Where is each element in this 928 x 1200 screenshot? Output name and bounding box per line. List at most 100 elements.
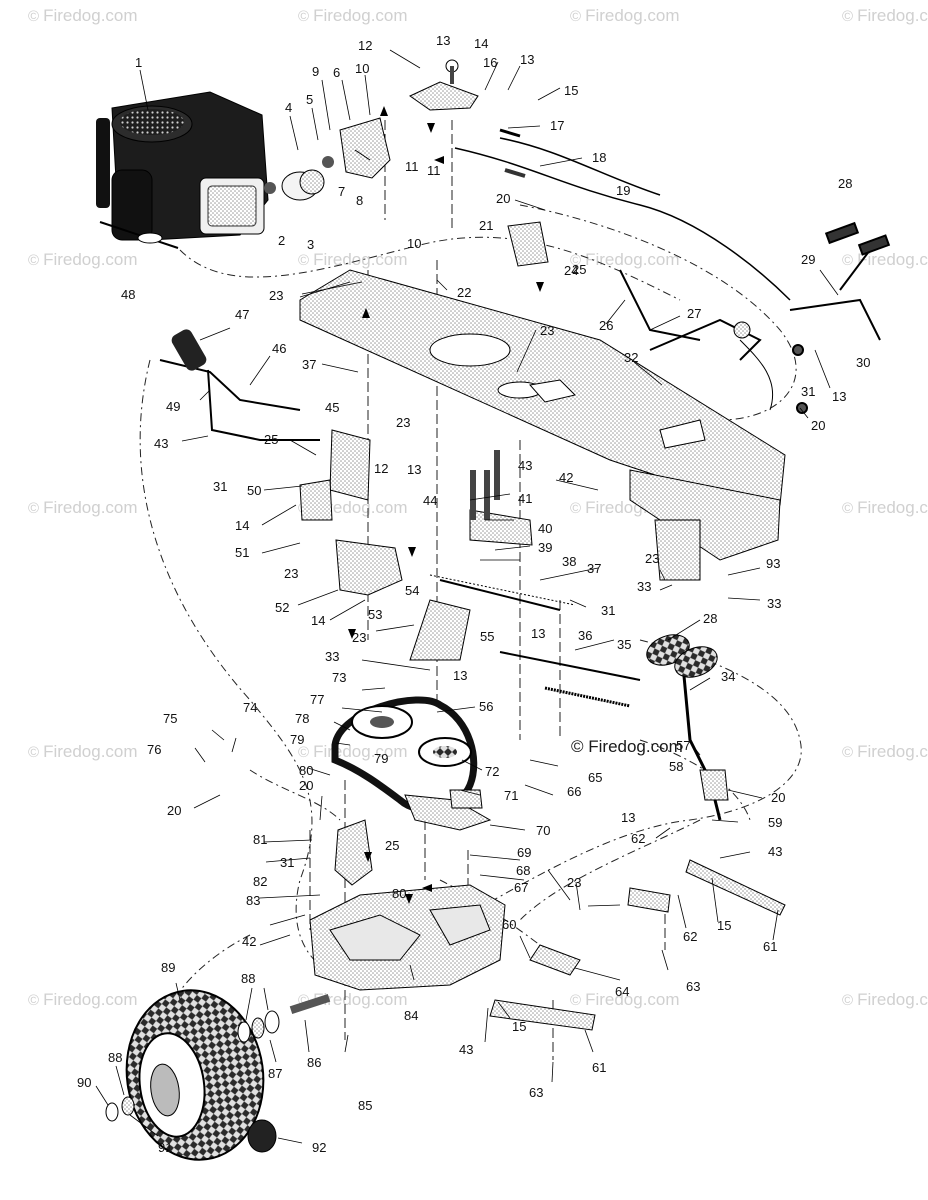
callout-number: 11 [405, 159, 419, 174]
callout-number: 13 [453, 668, 467, 683]
callout-number: 49 [166, 399, 180, 414]
callout-number: 43 [518, 458, 532, 473]
watermark: ©Firedog.com [842, 742, 928, 761]
callout-number: 26 [599, 318, 613, 333]
callout-number: 1 [135, 55, 142, 70]
callout-number: 56 [479, 699, 493, 714]
callout-number: 14 [235, 518, 249, 533]
callout-number: 20 [771, 790, 785, 805]
callout-number: 75 [163, 711, 177, 726]
callout-number: 30 [856, 355, 870, 370]
callout-number: 36 [578, 628, 592, 643]
callout-number: 21 [479, 218, 493, 233]
callout-number: 70 [536, 823, 550, 838]
callout-number: 77 [310, 692, 324, 707]
muffler [264, 156, 334, 201]
callout-number: 23 [269, 288, 283, 303]
callout-number: 29 [801, 252, 815, 267]
callout-number: 64 [615, 984, 629, 999]
callout-number: 22 [457, 285, 471, 300]
callout-number: 34 [721, 669, 735, 684]
callout-number: 42 [559, 470, 573, 485]
callout-number: 80 [299, 763, 313, 778]
callout-number: 12 [374, 461, 388, 476]
callout-number: 63 [686, 979, 700, 994]
callout-number: 68 [516, 863, 530, 878]
watermark: ©Firedog.com [298, 6, 408, 25]
callout-number: 23 [645, 551, 659, 566]
callout-number: 76 [147, 742, 161, 757]
callout-number: 28 [703, 611, 717, 626]
control-cable [454, 128, 791, 301]
callout-number: 91 [158, 1140, 172, 1155]
main-frame [299, 269, 786, 581]
callout-number: 20 [496, 191, 510, 206]
callout-number: 12 [358, 38, 372, 53]
callout-number: 42 [242, 934, 256, 949]
callout-number: 5 [306, 92, 313, 107]
callout-number: 3 [307, 237, 314, 252]
callout-number: 45 [325, 400, 339, 415]
shift-linkage [489, 859, 786, 1031]
callout-number: 13 [531, 626, 545, 641]
callout-number: 33 [325, 649, 339, 664]
callout-number: 46 [272, 341, 286, 356]
pedal [646, 634, 729, 821]
callout-number: 51 [235, 545, 249, 560]
callout-number: 43 [459, 1042, 473, 1057]
callout-number: 43 [768, 844, 782, 859]
callout-number: 61 [763, 939, 777, 954]
transaxle [289, 884, 506, 1014]
callout-number: 24 [564, 263, 578, 278]
callout-number: 7 [338, 184, 345, 199]
callout-number: 63 [529, 1085, 543, 1100]
callout-number: 72 [485, 764, 499, 779]
watermark: ©Firedog.com [28, 250, 138, 269]
callout-number: 32 [624, 350, 638, 365]
callout-number: 15 [564, 83, 578, 98]
callout-number: 80 [392, 886, 406, 901]
callout-number: 16 [483, 55, 497, 70]
throttle-bracket [409, 59, 479, 111]
callout-number: 18 [592, 150, 606, 165]
callout-number: 6 [333, 65, 340, 80]
callout-number: 81 [253, 832, 267, 847]
callout-number: 84 [404, 1008, 418, 1023]
callout-number: 43 [154, 436, 168, 451]
watermark: ©Firedog.com [28, 6, 138, 25]
left-bracket [159, 329, 371, 521]
callout-number: 14 [474, 36, 488, 51]
watermark: ©Firedog.com [842, 6, 928, 25]
callout-number: 41 [518, 491, 532, 506]
callout-number: 14 [311, 613, 325, 628]
watermark: ©Firedog.com [298, 990, 408, 1009]
callout-number: 31 [801, 384, 815, 399]
callout-number: 13 [436, 33, 450, 48]
callout-number: 47 [235, 307, 249, 322]
callout-number: 9 [312, 64, 319, 79]
callout-number: 79 [374, 751, 388, 766]
callout-number: 8 [356, 193, 363, 208]
callout-number: 40 [538, 521, 552, 536]
callout-number: 33 [637, 579, 651, 594]
watermark: ©Firedog.com [298, 250, 408, 269]
callout-number: 23 [396, 415, 410, 430]
callout-number: 37 [302, 357, 316, 372]
watermark: ©Firedog.com [28, 498, 138, 517]
callout-number: 50 [247, 483, 261, 498]
callout-number: 23 [284, 566, 298, 581]
callout-number: 90 [77, 1075, 91, 1090]
callout-number: 54 [405, 583, 419, 598]
callout-number: 66 [567, 784, 581, 799]
callout-number: 33 [767, 596, 781, 611]
callout-number: 38 [562, 554, 576, 569]
watermark: ©Firedog.com [28, 742, 138, 761]
brake-rod [499, 651, 641, 708]
phantom-lines [139, 204, 802, 1011]
heat-shield [339, 117, 391, 179]
callout-number: 88 [108, 1050, 122, 1065]
callout-number: 25 [264, 432, 278, 447]
callout-number: 23 [540, 323, 554, 338]
